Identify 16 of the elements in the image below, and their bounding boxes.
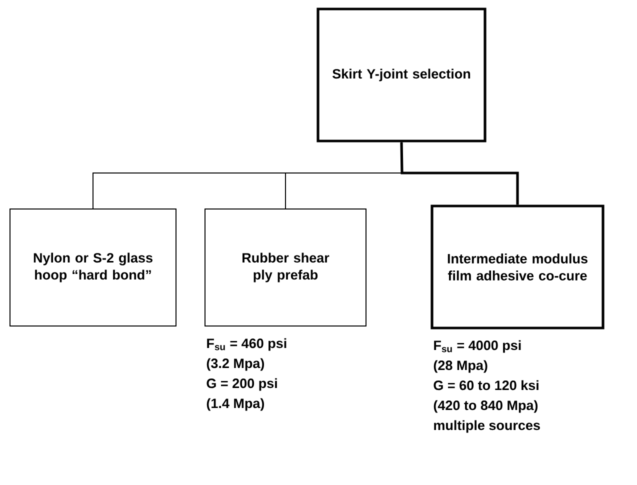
option-box: Nylon or S-2 glass hoop “hard bond” — [10, 208, 176, 326]
property-text: F$_{su}$ = 4000 psi (28 Mpa) G = 60 to 120 ksi (420 to 840 Mpa) multiple sources — [434, 340, 540, 433]
option-box: Rubber shear ply prefab — [204, 208, 366, 326]
node-label: multiple sources — [434, 420, 540, 433]
node-label: (1.4 Mpa) — [206, 398, 264, 411]
connector-line — [400, 142, 519, 205]
node-label: G = 200 psi — [206, 378, 277, 391]
node-label: (420 to 840 Mpa) — [434, 400, 538, 413]
node-label: G = 60 to 120 ksi — [434, 380, 538, 390]
property-text: F$_{su}$ = 460 psi (3.2 Mpa) G = 200 psi (1.4 Mpa) — [206, 338, 286, 411]
decision-box: Skirt Y-joint selection — [316, 8, 486, 142]
node-label: F$_{su}$ = 4000 psi — [434, 340, 521, 353]
node-label: F$_{su}$ = 460 psi — [207, 338, 286, 351]
node-label: (3.2 Mpa) — [206, 358, 264, 371]
option-box: Intermediate modulus film adhesive co-cure — [430, 204, 604, 330]
node-label: (28 Mpa) — [434, 360, 488, 373]
